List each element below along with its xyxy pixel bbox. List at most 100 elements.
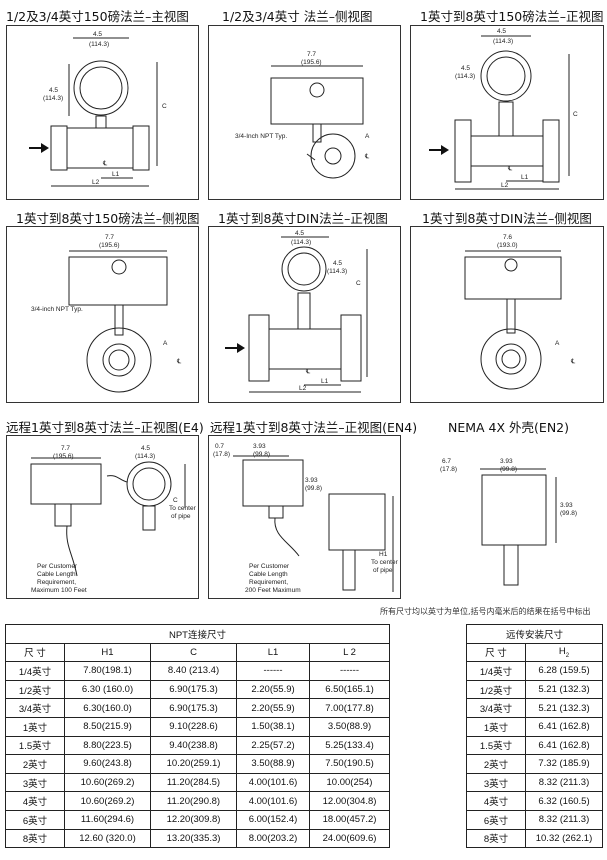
svg-text:4.5: 4.5 [295,230,304,237]
svg-text:4.5: 4.5 [461,65,470,72]
svg-text:C: C [573,111,578,118]
svg-text:(17.8): (17.8) [213,451,230,458]
svg-text:of pipe: of pipe [171,513,191,520]
svg-text:C: C [162,103,167,110]
svg-text:To center: To center [169,505,197,512]
svg-text:C: C [173,497,178,504]
svg-text:7.7: 7.7 [105,234,114,241]
svg-text:Maximum 100 Feet: Maximum 100 Feet [31,587,87,594]
svg-text:(195.6): (195.6) [53,453,74,460]
remote-table-header: 尺 寸 H2 [466,642,603,663]
svg-text:Per Customer: Per Customer [37,563,78,570]
drawing-side-din: 7.6 (193.0) A ℄ [410,226,604,403]
svg-text:Requirement,: Requirement, [249,579,288,586]
drawing-front-150lb: 4.5 (114.3) 4.5 (114.3) C ℄ L1 L2 [410,25,604,200]
svg-text:(114.3): (114.3) [43,95,63,102]
svg-text:A: A [365,133,370,140]
svg-text:℄: ℄ [364,153,370,160]
svg-text:(99.8): (99.8) [305,485,322,492]
svg-text:0.7: 0.7 [215,443,224,450]
svg-text:3/4-inch NPT Typ.: 3/4-inch NPT Typ. [31,306,83,313]
caption-2: 1/2及3/4英寸 法兰–侧视图 [222,9,373,24]
svg-text:L1: L1 [112,171,120,178]
svg-text:4.5: 4.5 [497,28,506,35]
drawing-front-din: 4.5 (114.3) 4.5 (114.3) C ℄ L1 L2 [208,226,401,403]
svg-text:3.93: 3.93 [305,477,318,484]
svg-text:Cable Length: Cable Length [249,571,288,578]
svg-text:(195.6): (195.6) [99,242,120,249]
svg-text:(114.3): (114.3) [455,73,475,80]
svg-text:4.5: 4.5 [141,445,150,452]
svg-text:3/4-Inch NPT Typ.: 3/4-Inch NPT Typ. [235,133,287,140]
npt-table-header: 尺 寸 H1 C L1 L 2 [5,642,390,663]
svg-text:3.93: 3.93 [253,443,266,450]
caption-5: 1英寸到8英寸DIN法兰–正视图 [218,211,388,226]
remote-table-title: 远传安装尺寸 [466,624,603,644]
svg-text:℄: ℄ [570,358,576,365]
units-note: 所有尺寸均以英寸为单位,括号内毫米后的结果在括号中标出 [380,607,591,616]
svg-text:℄: ℄ [102,160,108,167]
svg-text:(114.3): (114.3) [135,453,155,460]
drawing-remote-en4: 0.7 (17.8) 3.93 (99.8) 3.93 (99.8) H1 To… [208,435,401,599]
svg-text:(99.8): (99.8) [560,510,577,517]
svg-text:4.5: 4.5 [49,87,58,94]
svg-text:4.5: 4.5 [333,260,342,267]
svg-text:200 Feet Maximum: 200 Feet Maximum [245,587,301,594]
svg-text:(195.6): (195.6) [301,59,322,66]
svg-text:(114.3): (114.3) [291,239,311,246]
svg-text:6.7: 6.7 [442,458,451,465]
svg-text:L1: L1 [521,174,529,181]
drawing-side-150lb: 7.7 (195.6) 3/4-inch NPT Typ. A ℄ [6,226,199,403]
svg-text:4.5: 4.5 [93,31,102,38]
svg-text:(17.8): (17.8) [440,466,457,473]
svg-text:L1: L1 [321,378,329,385]
svg-text:℄: ℄ [507,165,513,172]
svg-text:(193.0): (193.0) [497,242,518,249]
svg-text:L2: L2 [299,385,307,392]
drawing-remote-e4: 7.7 (195.6) 4.5 (114.3) C To center of p… [6,435,199,599]
drawing-side-half-inch: 7.7 (195.6) 3/4-Inch NPT Typ. A ℄ [208,25,401,200]
svg-text:C: C [356,280,361,287]
svg-text:L2: L2 [501,182,509,189]
svg-text:℄: ℄ [176,358,182,365]
drawing-nema-enclosure: 6.7 (17.8) 3.93 (99.8) 3.93 (99.8) [420,435,602,597]
caption-8: 远程1英寸到8英寸法兰–正视图(EN4) [210,420,418,435]
svg-text:7.6: 7.6 [503,234,512,241]
caption-3: 1英寸到8英寸150磅法兰–正视图 [420,9,604,24]
svg-text:Requirement,: Requirement, [37,579,76,586]
svg-text:To center: To center [371,559,399,566]
caption-4: 1英寸到8英寸150磅法兰–侧视图 [16,211,200,226]
drawing-front-half-inch: 4.5 (114.3) 4.5 (114.3) C ℄ L1 L2 [6,25,199,200]
svg-text:(114.3): (114.3) [493,38,513,45]
svg-text:Per Customer: Per Customer [249,563,290,570]
caption-9: NEMA 4X 外壳(EN2) [448,420,570,435]
svg-text:(99.8): (99.8) [500,466,517,473]
svg-text:Cable Length: Cable Length [37,571,76,578]
svg-text:L2: L2 [92,179,100,186]
svg-text:A: A [163,340,168,347]
svg-text:H1: H1 [379,551,388,558]
svg-text:7.7: 7.7 [61,445,70,452]
svg-text:3.93: 3.93 [560,502,573,509]
svg-text:(99.8): (99.8) [253,451,270,458]
svg-text:(114.3): (114.3) [89,41,109,48]
